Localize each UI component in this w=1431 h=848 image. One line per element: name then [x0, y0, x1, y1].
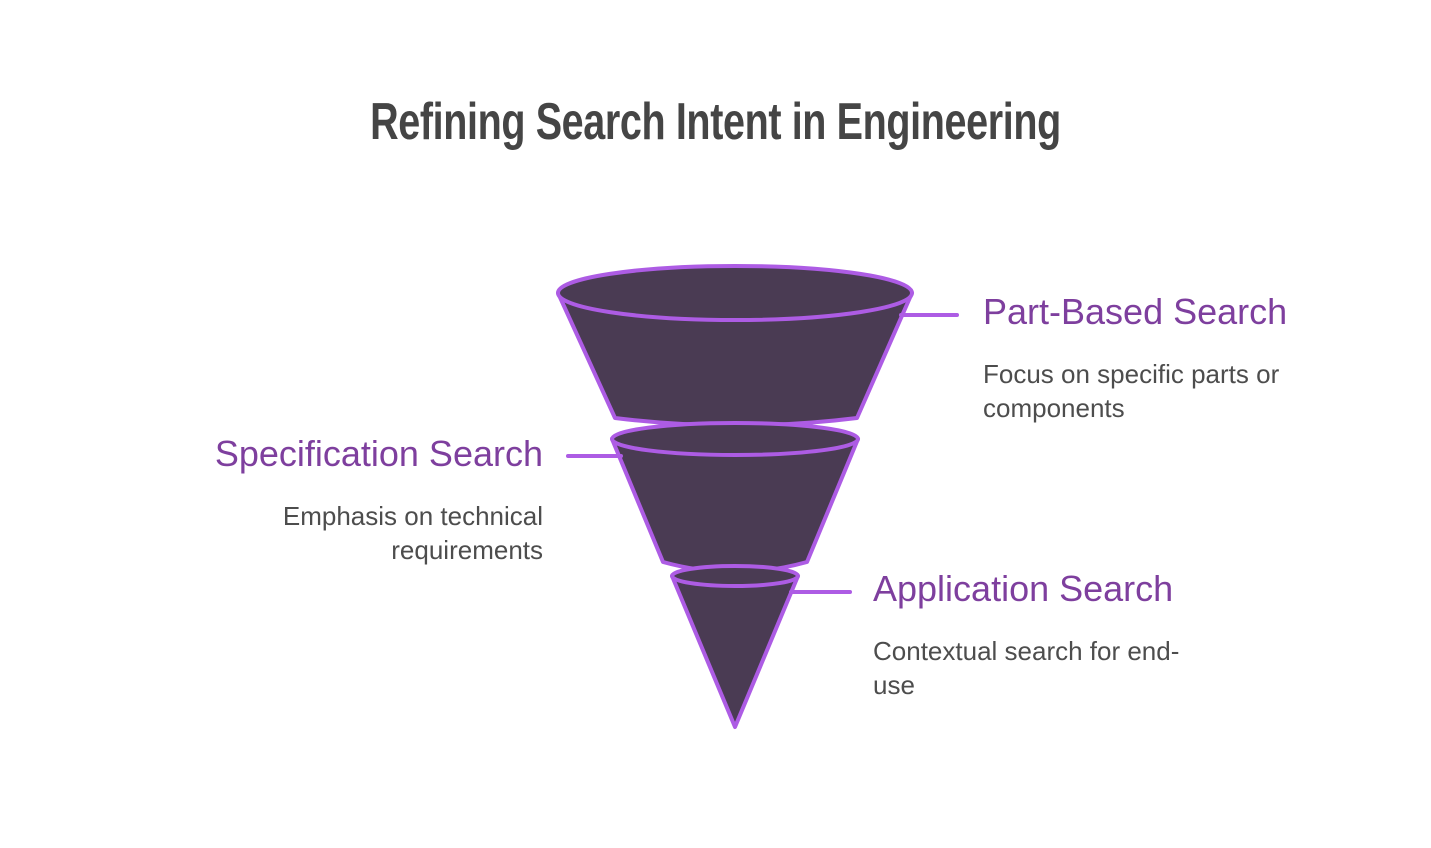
- funnel-rim-application: [670, 564, 800, 588]
- stage-heading-part-based: Part-Based Search: [983, 291, 1288, 332]
- stage-description-part-based: Focus on specific parts or components: [983, 359, 1280, 423]
- page-title-container: Refining Search Intent in Engineering: [0, 92, 1431, 152]
- stage-description-specification: Emphasis on technical requirements: [282, 501, 543, 565]
- stage-heading-specification: Specification Search: [214, 433, 543, 474]
- stage-heading-application: Application Search: [873, 568, 1174, 609]
- stage-label-part-based: Part-Based Search Focus on specific part…: [983, 290, 1333, 425]
- funnel-rim-specification: [610, 421, 860, 457]
- funnel-rim-part-based: [556, 264, 914, 322]
- stage-label-application: Application Search Contextual search for…: [873, 567, 1193, 702]
- stage-label-specification: Specification Search Emphasis on technic…: [183, 432, 543, 567]
- page-title: Refining Search Intent in Engineering: [370, 93, 1061, 151]
- stage-description-application: Contextual search for end-use: [873, 636, 1180, 700]
- funnel-segment-specification: [610, 437, 860, 574]
- funnel-segment-application: [670, 574, 800, 729]
